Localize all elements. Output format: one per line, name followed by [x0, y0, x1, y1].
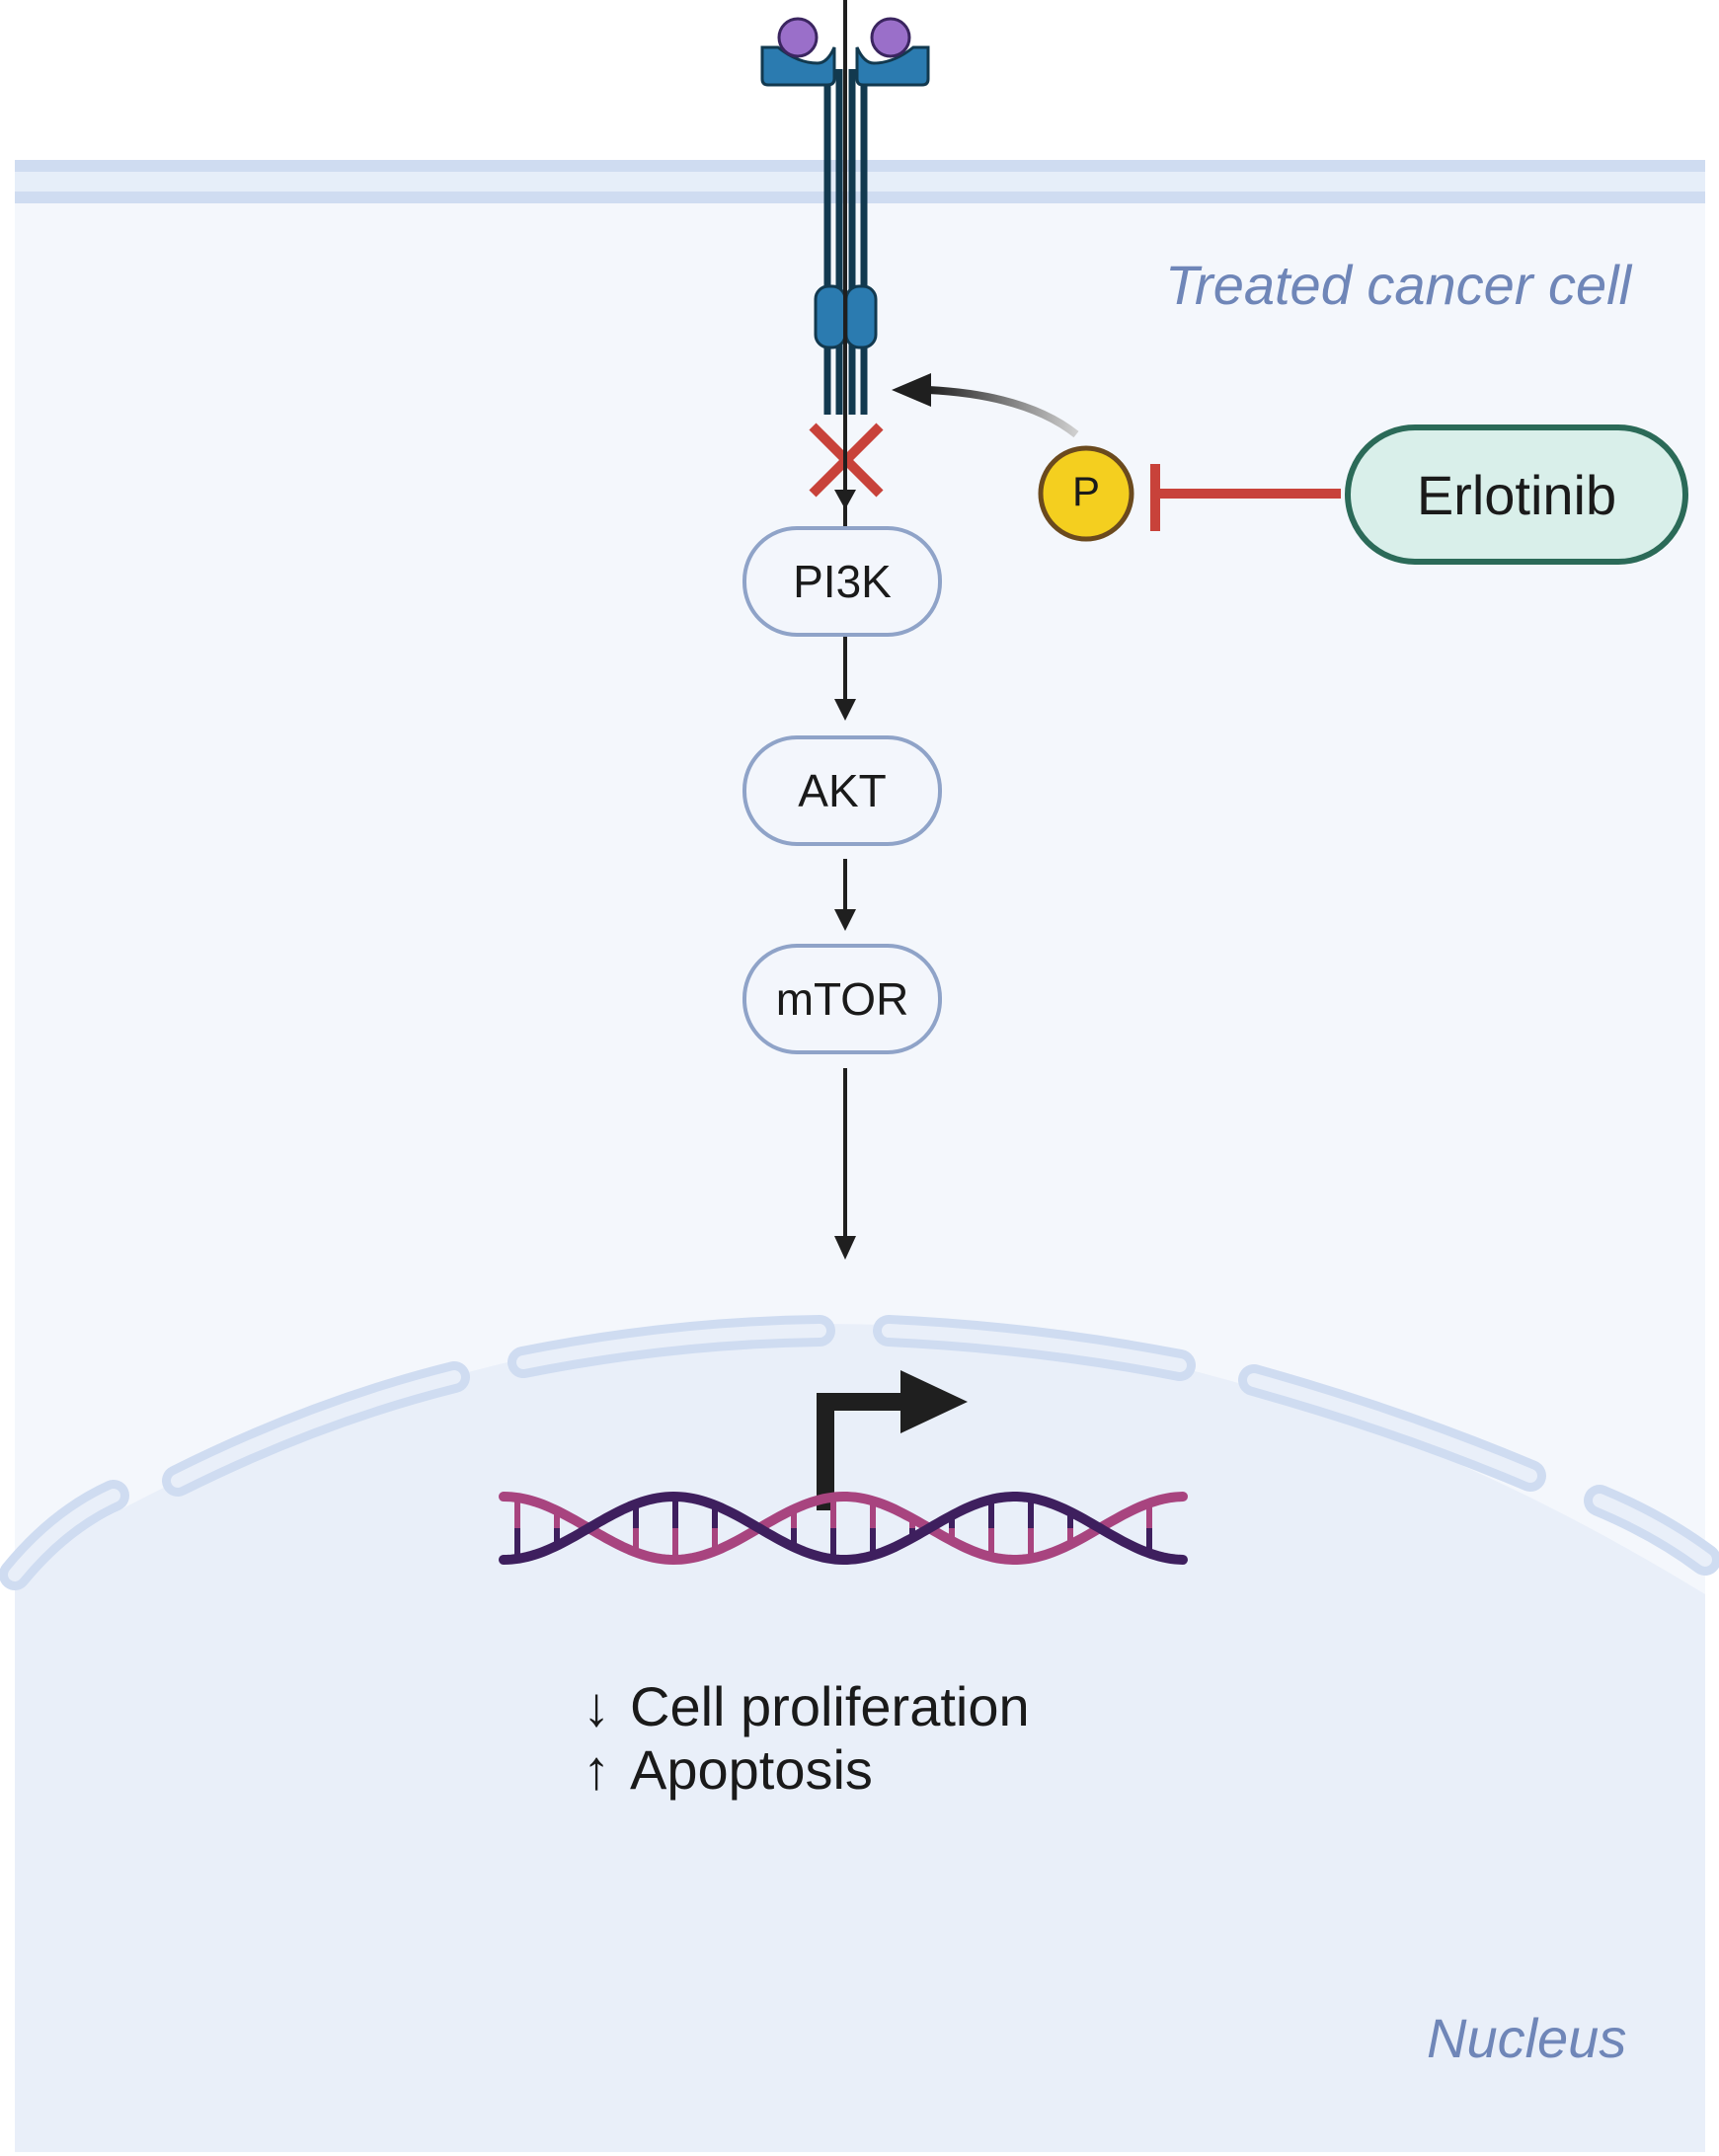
dna-strand-dark — [499, 1491, 1188, 1565]
drug-label: Erlotinib — [1416, 463, 1617, 526]
nucleus-region-label: Nucleus — [1427, 2007, 1627, 2069]
nuclear-envelope — [0, 1315, 1719, 1590]
ligand-right — [870, 17, 911, 58]
pathway-node-akt: AKT — [742, 735, 942, 846]
cell-region-label: Treated cancer cell — [1165, 254, 1632, 316]
drug-node-erlotinib: Erlotinib — [1345, 424, 1688, 565]
phosphorylation-arrow — [892, 373, 1079, 438]
dna-strand-light — [499, 1492, 1188, 1566]
pathway-node-label: PI3K — [793, 556, 892, 607]
inhibition-bar — [1150, 464, 1341, 531]
pathway-node-label: AKT — [798, 765, 887, 816]
phospho-label: P — [1071, 468, 1100, 514]
outcome-text: Cell proliferation — [630, 1675, 1030, 1737]
up-arrow-icon: ↑ — [583, 1738, 610, 1801]
receptor-left — [760, 45, 847, 415]
nucleus — [15, 1324, 1705, 2152]
receptor-right — [844, 45, 930, 415]
down-arrow-icon: ↓ — [583, 1675, 610, 1737]
pathway-node-pi3k: PI3K — [742, 526, 942, 637]
arrow-akt-to-mtor — [834, 859, 856, 931]
pathway-node-mtor: mTOR — [742, 944, 942, 1054]
pathway-node-label: mTOR — [775, 973, 909, 1025]
outcome-apoptosis: ↑ Apoptosis — [583, 1737, 873, 1802]
phospho-circle — [1038, 445, 1134, 542]
ligand-left — [777, 17, 819, 58]
outcome-cell-proliferation: ↓ Cell proliferation — [583, 1674, 1030, 1738]
dna-helix-icon — [499, 1491, 1188, 1566]
transcription-start-icon — [817, 1370, 968, 1510]
receptor-dimer — [760, 17, 930, 415]
outcome-text: Apoptosis — [630, 1738, 873, 1801]
plasma-membrane — [15, 160, 1705, 203]
arrow-mtor-to-nucleus — [834, 1068, 856, 1260]
